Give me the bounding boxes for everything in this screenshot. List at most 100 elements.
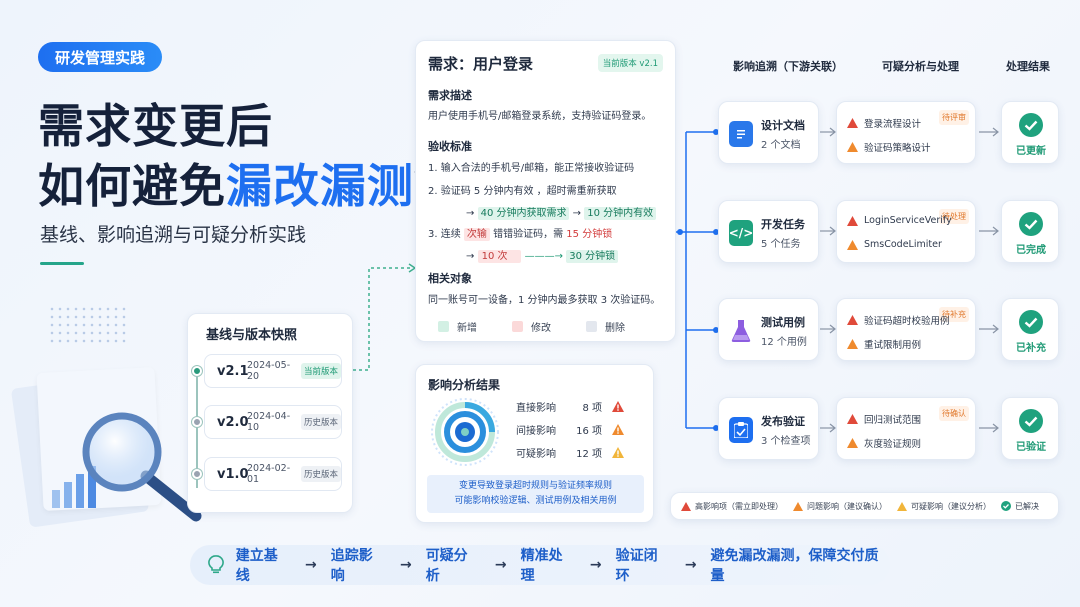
suspect-item: 登录流程设计 — [847, 116, 921, 130]
header-result: 处理结果 — [1006, 60, 1050, 73]
impact-row-suspect: 可疑影响 12 项 — [516, 445, 624, 460]
baseline-card: 基线与版本快照 v2.1 2024-05-20 当前版本 v2.0 2024-0… — [187, 313, 353, 513]
suspect-item: SmsCodeLimiter — [847, 239, 942, 250]
suspect-label: 重试限制用例 — [864, 340, 922, 351]
legend-modified: 修改 — [512, 319, 586, 334]
warning-low-icon — [612, 447, 624, 458]
check-circle-icon — [1019, 409, 1043, 433]
warning-high-icon — [612, 401, 624, 412]
legend-item: 高影响项（需立即处理） — [681, 501, 783, 512]
modified-text: 10 次 — [477, 250, 522, 263]
suspect-label: 回归测试范围 — [864, 415, 922, 426]
suspect-card-dev[interactable]: 待处理 LoginServiceVerify SmsCodeLimiter — [836, 200, 976, 263]
criteria-3-change: → 10 次 ———→ 30 分钟锁 — [466, 247, 619, 263]
version-row[interactable]: v2.0 2024-04-10 历史版本 — [204, 405, 342, 439]
document-icon — [729, 121, 753, 147]
artifact-title: 发布验证 — [761, 415, 805, 428]
artifact-count: 3 个检查项 — [761, 436, 811, 447]
impact-label: 直接影响 — [516, 403, 556, 414]
legend-added: 新增 — [438, 319, 512, 334]
impact-count: 12 项 — [576, 449, 602, 460]
arrow: → — [399, 557, 412, 573]
check-circle-icon — [1001, 501, 1011, 511]
connector-baseline-to-req — [353, 263, 417, 371]
warning-high-icon — [681, 501, 691, 511]
timeline-dot — [192, 366, 202, 376]
text: 3. 连续 — [428, 229, 461, 240]
status-badge: 待补充 — [939, 307, 969, 322]
criteria-1: 1. 输入合法的手机号/邮箱，能正常接收验证码 — [428, 163, 635, 174]
status-badge: 待确认 — [939, 406, 969, 421]
objects-heading: 相关对象 — [428, 272, 472, 285]
suspect-label: 验证码超时校验用例 — [864, 316, 950, 327]
legend-label: 修改 — [531, 323, 551, 334]
version-date: 2024-05-20 — [247, 360, 291, 382]
warning-medium-icon — [612, 424, 624, 435]
desc-text: 用户使用手机号/邮箱登录系统，支持验证码登录。 — [428, 111, 652, 122]
process-step: 可疑分析 — [425, 548, 468, 584]
legend-item: 已解决 — [1001, 501, 1039, 512]
status-badge: 待评审 — [939, 110, 969, 125]
criteria-3: 3. 连续 次输 错错验证码，需 15 分钟锁 — [428, 225, 612, 241]
artifact-release-check[interactable]: 发布验证 3 个检查项 — [718, 397, 819, 460]
suspect-card-test[interactable]: 待补充 验证码超时校验用例 重试限制用例 — [836, 298, 976, 361]
requirement-version-badge: 当前版本 v2.1 — [597, 54, 663, 72]
code-icon: </> — [729, 220, 753, 246]
arrow: ———→ — [524, 251, 564, 262]
severity-legend: 高影响项（需立即处理） 问题影响（建议确认） 可疑影响（建议分析） 已解决 — [670, 492, 1059, 520]
arrow: → — [589, 557, 602, 573]
suspect-item: 重试限制用例 — [847, 337, 921, 351]
version-row[interactable]: v1.0 2024-02-01 历史版本 — [204, 457, 342, 491]
suspect-label: SmsCodeLimiter — [864, 239, 942, 250]
clipboard-icon — [729, 417, 753, 443]
warning-high-icon — [847, 414, 858, 424]
section-tag: 研发管理实践 — [38, 42, 162, 72]
bar-chart-icon — [52, 466, 96, 508]
legend-label: 删除 — [605, 323, 625, 334]
timeline-dot — [192, 417, 202, 427]
timeline-line — [196, 370, 198, 488]
artifact-dev-task[interactable]: </> 开发任务 5 个任务 — [718, 200, 819, 263]
objects-text: 同一账号可一设备，1 分钟内最多获取 3 次验证码。 — [428, 295, 661, 306]
suspect-item: 验证码超时校验用例 — [847, 313, 950, 327]
artifact-title: 测试用例 — [761, 316, 805, 329]
check-circle-icon — [1019, 212, 1043, 236]
process-step: 建立基线 — [235, 548, 278, 584]
version-date: 2024-02-01 — [247, 463, 291, 485]
check-circle-icon — [1019, 113, 1043, 137]
flow-arrows — [820, 127, 999, 433]
flask-icon — [729, 318, 753, 344]
legend-item: 问题影响（建议确认） — [793, 501, 887, 512]
artifact-design-doc[interactable]: 设计文档 2 个文档 — [718, 101, 819, 164]
text: 错错验证码，需 — [493, 229, 564, 240]
impact-row-indirect: 间接影响 16 项 — [516, 422, 624, 437]
dot-pattern — [48, 305, 128, 345]
version-badge: 历史版本 — [301, 466, 342, 482]
warning-medium-icon — [847, 239, 858, 250]
page-title-line1: 需求变更后 — [38, 99, 273, 153]
result-label: 已验证 — [1016, 442, 1046, 453]
version-number: v1.0 — [217, 466, 249, 482]
suspect-card-release[interactable]: 待确认 回归测试范围 灰度验证规则 — [836, 397, 976, 460]
impact-note: 变更导致登录超时规则与验证频率规则 可能影响校验逻辑、测试用例及相关用例 — [427, 475, 644, 513]
arrow: → — [572, 208, 582, 219]
result-card: 已完成 — [1001, 200, 1059, 263]
version-row[interactable]: v2.1 2024-05-20 当前版本 — [204, 354, 342, 388]
legend-label: 高影响项（需立即处理） — [695, 501, 783, 511]
impact-count: 8 项 — [582, 403, 602, 414]
status-badge: 待处理 — [939, 209, 969, 224]
artifact-test-case[interactable]: 测试用例 12 个用例 — [718, 298, 819, 361]
arrow: → — [684, 557, 697, 573]
lightbulb-icon — [208, 555, 224, 574]
baseline-title: 基线与版本快照 — [206, 328, 298, 343]
impact-title: 影响分析结果 — [428, 378, 501, 392]
page-subtitle: 基线、影响追溯与可疑分析实践 — [40, 224, 307, 246]
legend-item: 可疑影响（建议分析） — [897, 501, 991, 512]
suspect-card-design[interactable]: 待评审 登录流程设计 验证码策略设计 — [836, 101, 976, 164]
process-step: 避免漏改漏测，保障交付质量 — [710, 548, 879, 584]
warning-medium-icon — [847, 438, 858, 448]
timeline-dot — [192, 469, 202, 479]
suspect-label: LoginServiceVerify — [864, 215, 952, 226]
impact-note-line: 可能影响校验逻辑、测试用例及相关用例 — [454, 496, 617, 506]
result-label: 已补充 — [1016, 343, 1046, 354]
